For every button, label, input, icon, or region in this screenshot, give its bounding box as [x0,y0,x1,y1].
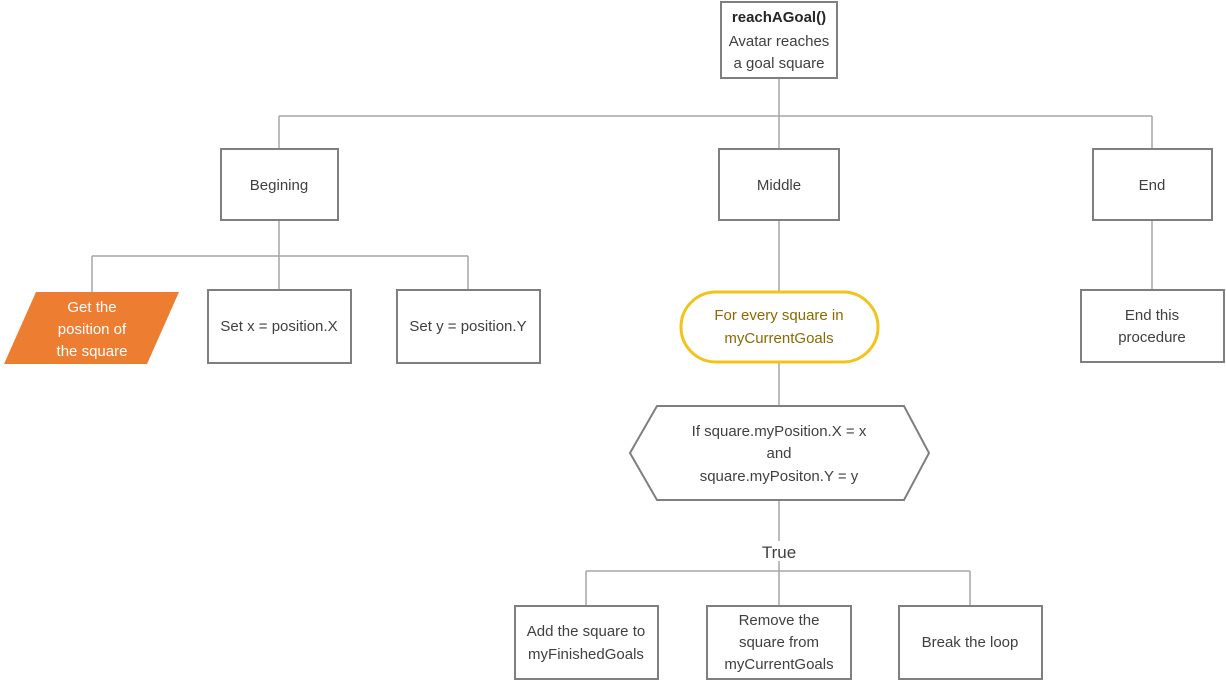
add-square-node: Add the square to myFinishedGoals [514,605,659,680]
beginning-label: Begining [250,177,308,194]
loop-line1: For every square in [714,307,843,324]
root-node: reachAGoal() Avatar reaches a goal squar… [720,1,838,79]
set-x-label: Set x = position.X [220,318,337,335]
get-position-line1: Get the [67,299,116,316]
add-square-line2: myFinishedGoals [528,646,644,663]
root-title: reachAGoal() [732,9,826,26]
add-square-box [514,605,659,680]
loop-line2: myCurrentGoals [724,330,833,347]
condition-line3: square.myPositon.Y = y [700,468,859,485]
end-node: End [1092,148,1213,221]
loop-node: For every square in myCurrentGoals [679,290,880,364]
connectors [91,78,1153,606]
end-procedure-line2: procedure [1118,329,1186,346]
break-loop-node: Break the loop [898,605,1043,680]
root-desc-line1: Avatar reaches [729,33,830,50]
remove-square-line3: myCurrentGoals [724,656,833,673]
set-y-box [396,289,541,364]
beginning-node: Begining [220,148,339,221]
get-position-parallelogram [4,292,179,364]
set-y-label: Set y = position.Y [409,318,526,335]
root-desc-line2: a goal square [734,55,825,72]
set-y-node: Set y = position.Y [396,289,541,364]
end-box [1092,148,1213,221]
beginning-box [220,148,339,221]
condition-line2: and [766,445,791,462]
add-square-line1: Add the square to [527,623,645,640]
loop-terminator [679,290,880,364]
condition-hexagon [628,405,931,501]
remove-square-node: Remove the square from myCurrentGoals [706,605,852,680]
root-box [720,1,838,79]
middle-node: Middle [718,148,840,221]
set-x-box [207,289,352,364]
get-position-node: Get the position of the square [4,292,179,364]
remove-square-line1: Remove the [739,612,820,629]
condition-line1: If square.myPosition.X = x [692,423,867,440]
end-procedure-node: End this procedure [1080,289,1225,363]
break-loop-label: Break the loop [922,634,1019,651]
remove-square-line2: square from [739,634,819,651]
end-procedure-line1: End this [1125,307,1179,324]
true-branch-label: True [762,543,796,562]
end-label: End [1139,177,1166,194]
condition-node: If square.myPosition.X = x and square.my… [628,405,931,501]
get-position-line2: position of [58,321,127,338]
remove-square-box [706,605,852,680]
end-procedure-box [1080,289,1225,363]
get-position-line3: the square [57,343,128,360]
set-x-node: Set x = position.X [207,289,352,364]
middle-box [718,148,840,221]
break-loop-box [898,605,1043,680]
middle-label: Middle [757,177,801,194]
